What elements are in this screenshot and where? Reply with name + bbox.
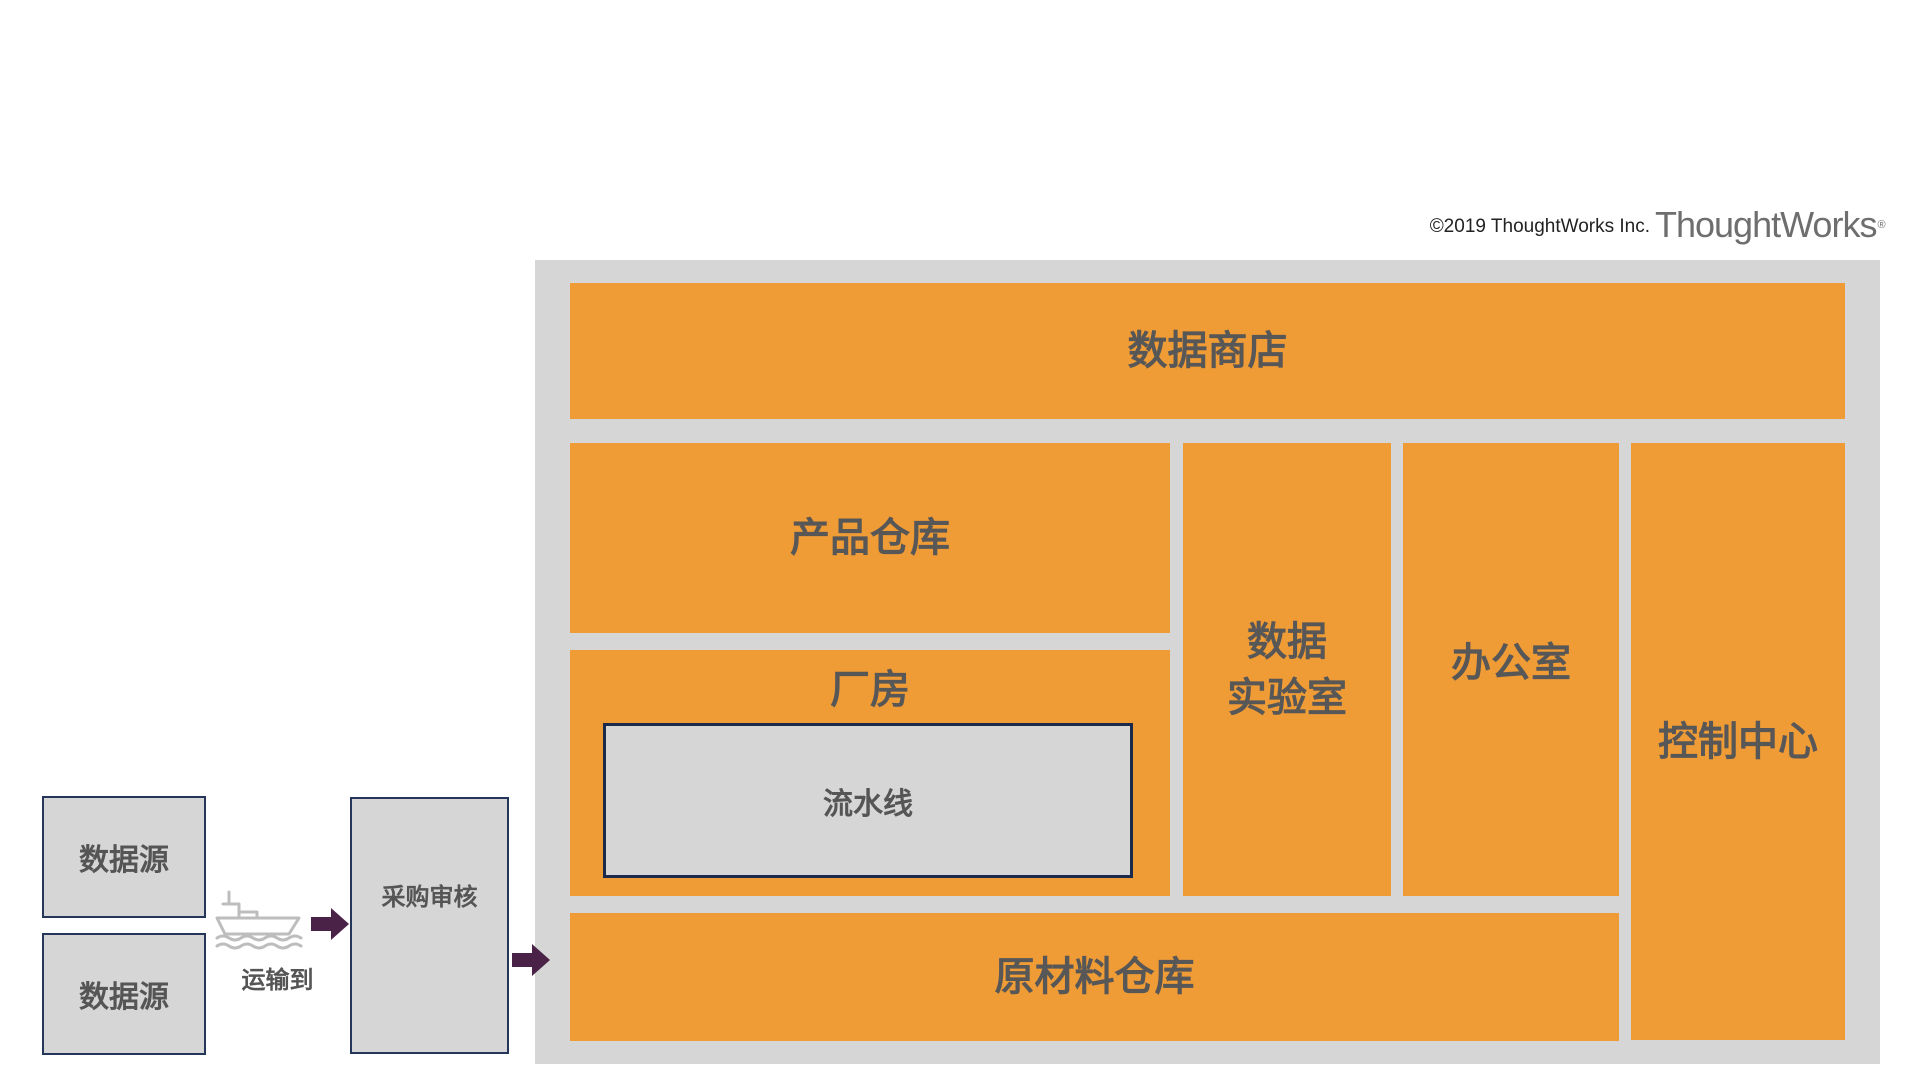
zone-office-label: 办公室 <box>1451 640 1571 686</box>
data-source-label-2: 数据源 <box>79 980 169 1015</box>
zone-data-shop-label: 数据商店 <box>1127 328 1288 374</box>
zone-raw-material-warehouse-label: 原材料仓库 <box>994 954 1195 1000</box>
arrow-right-icon <box>512 942 552 978</box>
data-source-label-1: 数据源 <box>79 843 169 878</box>
ship-to-label: 运输到 <box>241 966 314 994</box>
zone-data-lab-label-line1: 数据 <box>1247 618 1327 665</box>
data-source-box-1: 数据源 <box>42 796 206 918</box>
zone-product-warehouse-label: 产品仓库 <box>790 515 950 561</box>
ship-icon <box>213 888 305 950</box>
zone-factory-label: 厂房 <box>830 667 910 713</box>
procurement-review-box: 采购审核 <box>350 797 509 1054</box>
zone-data-shop: 数据商店 <box>570 283 1845 419</box>
logo-registered-mark: ® <box>1877 219 1885 231</box>
zone-data-lab-label-line2: 实验室 <box>1227 674 1347 721</box>
pipeline-label: 流水线 <box>823 786 913 822</box>
zone-data-lab: 数据 实验室 <box>1183 443 1391 896</box>
data-source-box-2: 数据源 <box>42 933 206 1055</box>
pipeline-box: 流水线 <box>603 723 1133 878</box>
zone-control-center: 控制中心 <box>1631 443 1845 1040</box>
thoughtworks-logo: ThoughtWorks® <box>1655 203 1886 247</box>
copyright-text: ©2019 ThoughtWorks Inc. <box>1429 216 1650 237</box>
zone-office: 办公室 <box>1403 443 1619 896</box>
zone-raw-material-warehouse: 原材料仓库 <box>570 913 1619 1041</box>
logo-text: ThoughtWorks <box>1655 204 1877 245</box>
procurement-review-label: 采购审核 <box>381 883 478 911</box>
zone-control-center-label: 控制中心 <box>1658 718 1818 765</box>
arrow-right-icon <box>311 906 351 942</box>
zone-product-warehouse: 产品仓库 <box>570 443 1170 633</box>
